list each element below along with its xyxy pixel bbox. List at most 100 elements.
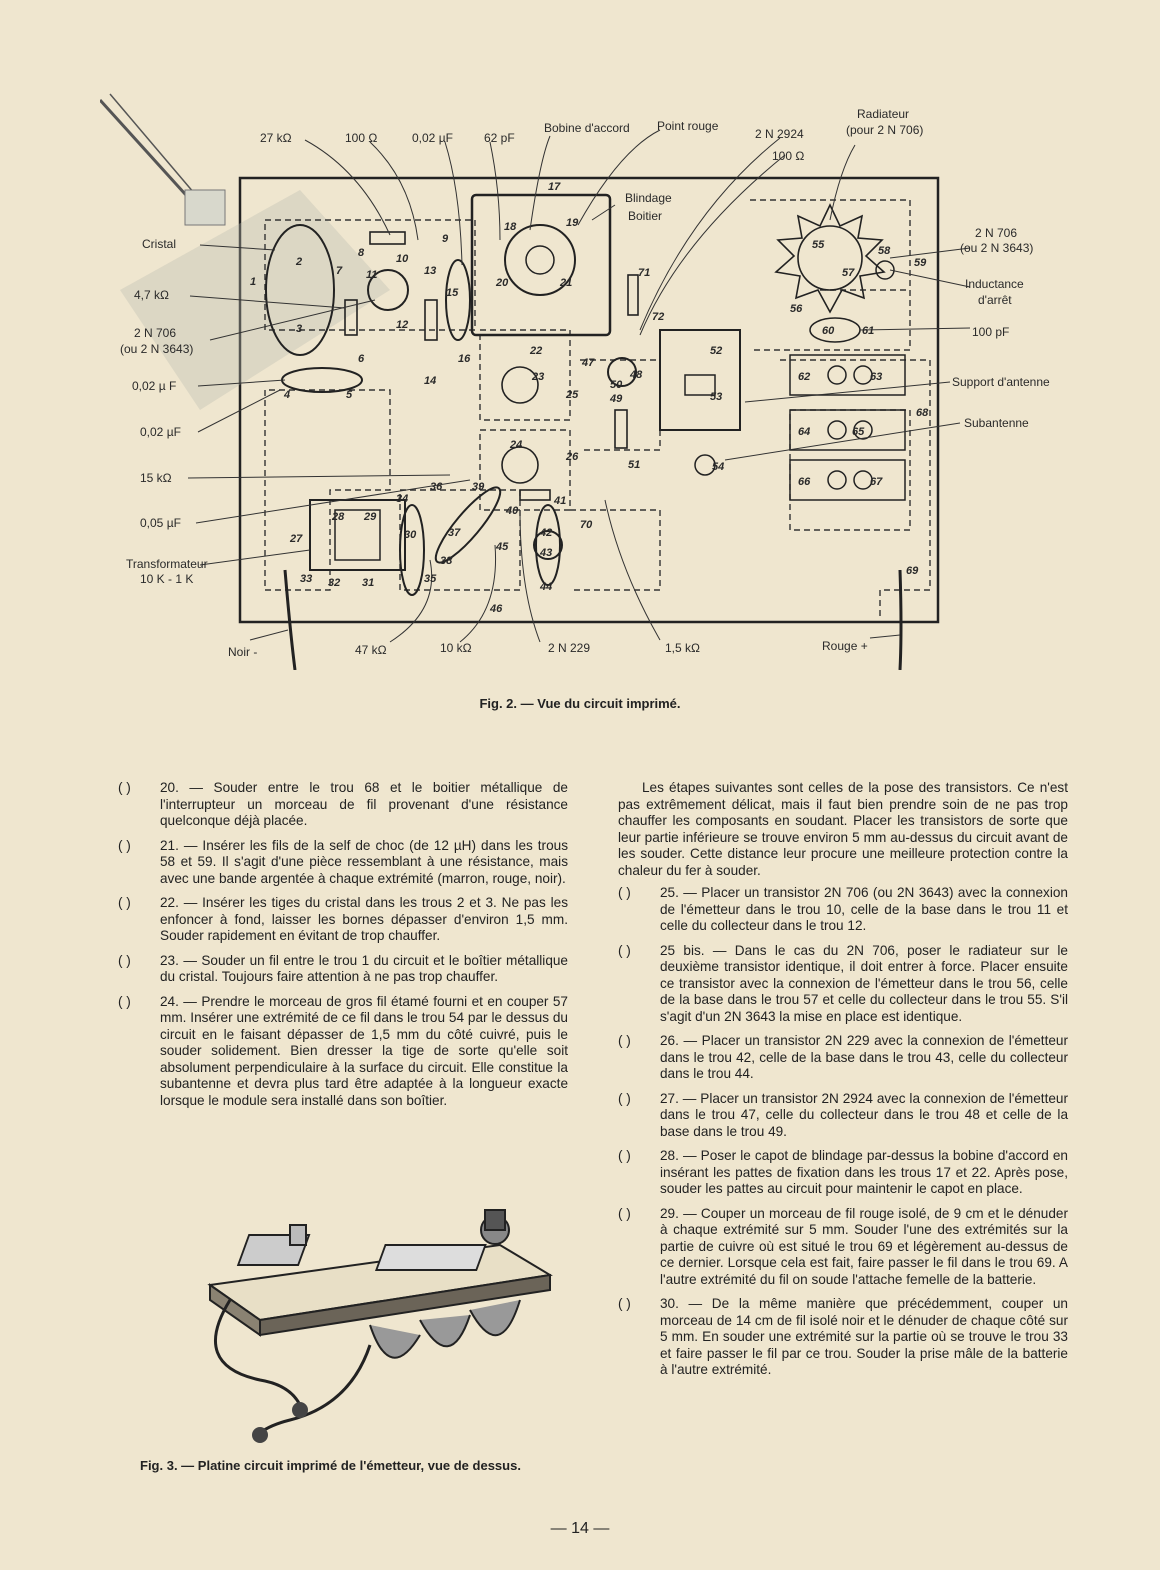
svg-text:12: 12 — [396, 319, 408, 331]
step-24: ( ) 24. — Prendre le morceau de gros fil… — [118, 994, 568, 1110]
watermark-shape — [120, 190, 390, 410]
svg-text:48: 48 — [629, 369, 643, 381]
coil-circle — [504, 224, 576, 296]
svg-text:31: 31 — [362, 577, 374, 589]
checkbox-mark[interactable]: ( ) — [118, 952, 131, 968]
label-rouge: Rouge + — [822, 639, 868, 653]
svg-text:8: 8 — [358, 247, 365, 259]
checkbox-mark[interactable]: ( ) — [618, 1296, 631, 1311]
circuit-svg: 27 kΩ 100 Ω 0,02 µF 62 pF Bobine d'accor… — [100, 93, 1050, 670]
svg-text:35: 35 — [424, 573, 437, 585]
checkbox-mark[interactable]: ( ) — [618, 885, 631, 900]
transistor-2n229 — [533, 530, 563, 560]
label-boitier: Boitier — [628, 209, 662, 223]
label-subantenne: Subantenne — [964, 416, 1029, 430]
svg-text:18: 18 — [504, 221, 517, 233]
checkbox-mark[interactable]: ( ) — [618, 1090, 631, 1106]
svg-text:43: 43 — [539, 547, 552, 559]
resistor-outlines — [344, 231, 639, 501]
svg-text:3: 3 — [296, 323, 302, 335]
checkbox-mark[interactable]: ( ) — [618, 1148, 631, 1163]
checkbox-mark[interactable]: ( ) — [618, 942, 631, 958]
svg-text:39: 39 — [472, 481, 485, 493]
step-28: ( ) 28. — Poser le capot de blindage par… — [618, 1148, 1068, 1198]
label-0-05-uf: 0,05 µF — [140, 516, 181, 530]
svg-text:56: 56 — [790, 303, 803, 315]
label-noir: Noir - — [228, 645, 257, 659]
label-point-rouge: Point rouge — [657, 119, 719, 133]
svg-text:20: 20 — [495, 277, 509, 289]
checkbox-mark[interactable]: ( ) — [118, 895, 131, 910]
svg-text:15: 15 — [446, 287, 459, 299]
svg-text:55: 55 — [812, 239, 825, 251]
figure-3-caption: Fig. 3. — Platine circuit imprimé de l'é… — [140, 1458, 521, 1473]
step-text: 22. — Insérer les tiges du cristal dans … — [160, 895, 568, 943]
svg-text:28: 28 — [331, 511, 345, 523]
svg-text:62: 62 — [798, 371, 810, 383]
svg-text:65: 65 — [852, 426, 865, 438]
checkbox-mark[interactable]: ( ) — [118, 780, 131, 795]
svg-text:42: 42 — [539, 527, 552, 539]
svg-text:53: 53 — [710, 391, 722, 403]
label-2n706-alt: (ou 2 N 3643) — [120, 342, 193, 356]
checkbox-mark[interactable]: ( ) — [618, 1033, 631, 1048]
terminal-rings — [694, 260, 906, 501]
svg-text:60: 60 — [822, 325, 835, 337]
label-2n706: 2 N 706 — [134, 326, 176, 340]
leader-lines — [187, 129, 971, 643]
svg-text:54: 54 — [712, 461, 724, 473]
svg-text:41: 41 — [553, 495, 566, 507]
svg-text:4: 4 — [283, 389, 290, 401]
crystal-outline — [265, 224, 335, 356]
svg-text:27: 27 — [289, 533, 303, 545]
label-radiateur-2: (pour 2 N 706) — [846, 123, 923, 137]
board-illustration — [207, 1209, 553, 1443]
label-2n229: 2 N 229 — [548, 641, 590, 655]
transistor-2n2924 — [607, 357, 637, 387]
step-text: 28. — Poser le capot de blindage par-des… — [660, 1148, 1068, 1196]
svg-text:49: 49 — [609, 393, 623, 405]
step-22: ( ) 22. — Insérer les tiges du cristal d… — [118, 895, 568, 945]
label-2n2924: 2 N 2924 — [755, 127, 804, 141]
transformer-block — [309, 499, 406, 571]
label-arret: d'arrêt — [978, 293, 1012, 307]
svg-text:71: 71 — [638, 267, 650, 279]
svg-text:13: 13 — [424, 265, 436, 277]
svg-text:50: 50 — [610, 379, 623, 391]
svg-text:57: 57 — [842, 267, 855, 279]
step-text: 21. — Insérer les fils de la self de cho… — [160, 837, 568, 886]
checkbox-mark[interactable]: ( ) — [618, 1205, 631, 1221]
step-30: ( ) 30. — De la même manière que précéde… — [618, 1296, 1068, 1379]
page-number: — 14 — — [550, 1520, 610, 1537]
checkbox-mark[interactable]: ( ) — [118, 837, 131, 853]
label-10k-1k: 10 K - 1 K — [140, 572, 193, 586]
label-transformateur: Transformateur — [126, 557, 208, 571]
label-100-ohm-b: 100 Ω — [772, 149, 804, 163]
svg-text:30: 30 — [404, 529, 417, 541]
svg-text:58: 58 — [878, 245, 891, 257]
figure-3-board-drawing — [150, 1205, 570, 1445]
step-text: 25. — Placer un transistor 2N 706 (ou 2N… — [660, 885, 1068, 933]
checkbox-mark[interactable]: ( ) — [118, 993, 131, 1009]
svg-text:68: 68 — [916, 407, 929, 419]
label-inductance: Inductance — [965, 277, 1024, 291]
svg-text:9: 9 — [442, 233, 449, 245]
svg-text:29: 29 — [363, 511, 377, 523]
svg-text:25: 25 — [565, 389, 579, 401]
svg-text:1: 1 — [250, 276, 256, 288]
step-20: ( ) 20. — Souder entre le trou 68 et le … — [118, 780, 568, 830]
hole-numbers: 1 2 3 4 5 6 7 8 9 10 11 12 13 14 15 16 1… — [250, 181, 929, 615]
svg-text:51: 51 — [628, 459, 640, 471]
label-27k: 27 kΩ — [260, 131, 292, 145]
svg-text:14: 14 — [424, 375, 436, 387]
label-62pf: 62 pF — [484, 131, 515, 145]
step-text: 29. — Couper un morceau de fil rouge iso… — [660, 1205, 1068, 1287]
label-0-02-uf: 0,02 µF — [412, 131, 453, 145]
label-2n706-right: 2 N 706 — [975, 226, 1017, 240]
svg-text:44: 44 — [539, 581, 552, 593]
antenna-drawing — [100, 93, 226, 226]
right-column: Les étapes suivantes sont celles de la p… — [618, 780, 1068, 1387]
label-radiateur: Radiateur — [857, 107, 909, 121]
step-27: ( ) 27. — Placer un transistor 2N 2924 a… — [618, 1091, 1068, 1141]
svg-text:69: 69 — [906, 565, 919, 577]
